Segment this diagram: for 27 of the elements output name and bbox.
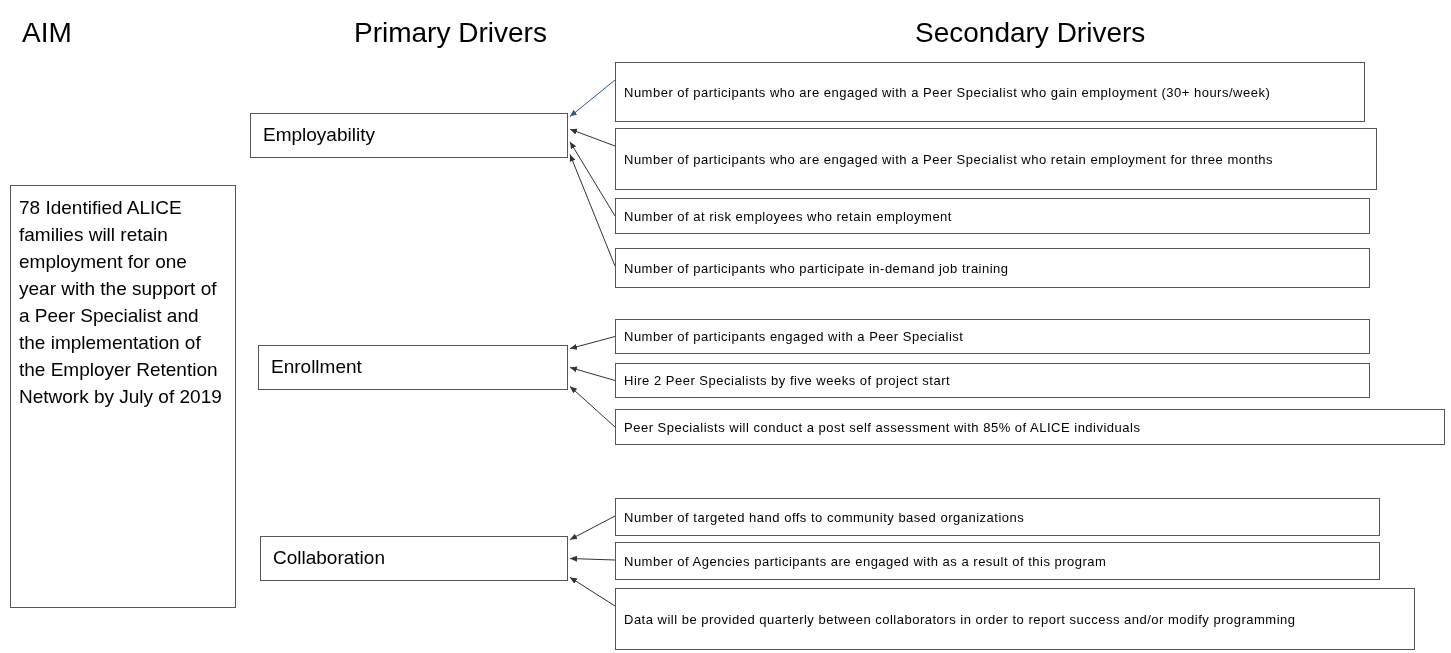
secondary-driver-box: Number of participants who participate in-demand job training xyxy=(615,248,1370,288)
secondary-driver-box: Hire 2 Peer Specialists by five weeks of project start xyxy=(615,363,1370,398)
arrow xyxy=(569,515,616,541)
arrow xyxy=(569,128,616,147)
secondary-driver-box: Number of participants engaged with a Peer Specialist xyxy=(615,319,1370,354)
secondary-driver-box: Number of at risk employees who retain employment xyxy=(615,198,1370,234)
secondary-driver-box: Peer Specialists will conduct a post self assessment with 85% of ALICE individuals xyxy=(615,409,1445,445)
arrow xyxy=(569,79,616,118)
arrow xyxy=(569,555,616,562)
arrow xyxy=(569,336,616,350)
primary-driver-box: Employability xyxy=(250,113,568,158)
arrow xyxy=(569,385,616,428)
secondary-driver-box: Number of participants who are engaged with a Peer Specialist who retain employment for three months xyxy=(615,128,1377,190)
aim-box: 78 Identified ALICE families will retain employment for one year with the support of a Peer Specialist and the implementation of the Employer Retention Network by July of 2019 xyxy=(10,185,236,608)
column-heading: Secondary Drivers xyxy=(915,16,1146,50)
secondary-driver-box: Number of targeted hand offs to community based organizations xyxy=(615,498,1380,536)
arrow xyxy=(569,141,616,217)
primary-driver-box: Collaboration xyxy=(260,536,568,581)
column-heading: AIM xyxy=(22,16,72,50)
secondary-driver-box: Number of participants who are engaged with a Peer Specialist who gain employment (30+ hours/week) xyxy=(615,62,1365,122)
arrow xyxy=(569,576,616,607)
secondary-driver-box: Data will be provided quarterly between collaborators in order to report success and/or modify programming xyxy=(615,588,1415,650)
primary-driver-box: Enrollment xyxy=(258,345,568,390)
arrow xyxy=(569,366,616,381)
secondary-driver-box: Number of Agencies participants are engaged with as a result of this program xyxy=(615,542,1380,580)
arrow xyxy=(569,153,616,267)
column-heading: Primary Drivers xyxy=(354,16,547,50)
